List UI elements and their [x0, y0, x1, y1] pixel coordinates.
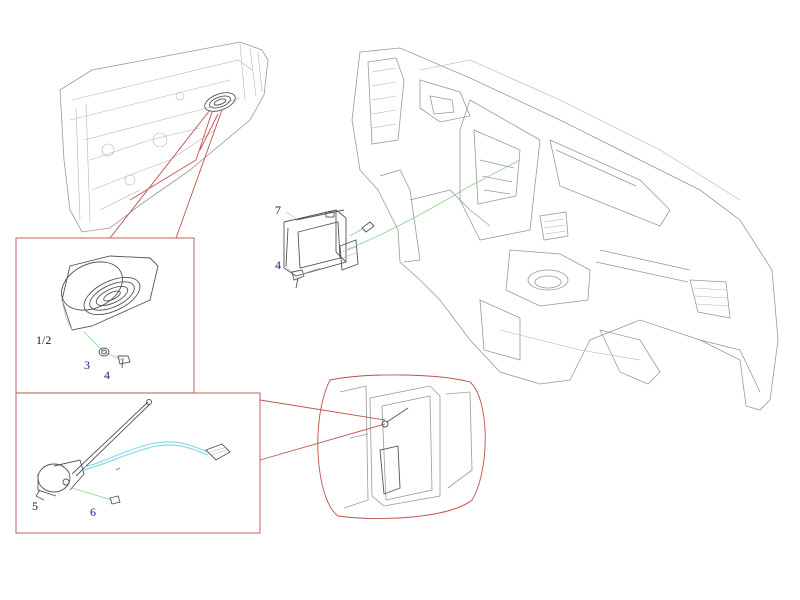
callout-4-lower: 4 [104, 368, 110, 382]
nut-3 [98, 347, 110, 357]
callout-3: 3 [84, 358, 90, 372]
speaker-leader-lines [109, 109, 223, 239]
callout-5: 5 [32, 499, 38, 513]
head-unit-radio [283, 209, 359, 277]
door-speaker [204, 92, 236, 112]
screw-4-upper [291, 269, 305, 289]
detail-box-speaker [15, 237, 195, 394]
callout-4-upper-leader [282, 263, 293, 273]
callout-1-2: 1/2 [36, 333, 52, 347]
speaker-assembly [61, 255, 159, 331]
callout-7-leader [285, 211, 299, 221]
screw-6 [109, 495, 121, 505]
cab-pillar-detail [317, 374, 486, 520]
antenna-leader-lines [259, 399, 386, 461]
antenna-assembly [35, 399, 152, 501]
head-unit-wire [345, 159, 521, 251]
callout-4-upper: 4 [275, 258, 281, 272]
screw-4-lower [117, 355, 131, 369]
callout-7: 7 [275, 203, 281, 217]
door-panel [59, 41, 269, 233]
cable-connector [205, 443, 231, 461]
connector-plug [361, 221, 375, 233]
detail-box-antenna [15, 392, 261, 534]
dashboard [351, 47, 779, 411]
callout-6: 6 [90, 505, 96, 519]
